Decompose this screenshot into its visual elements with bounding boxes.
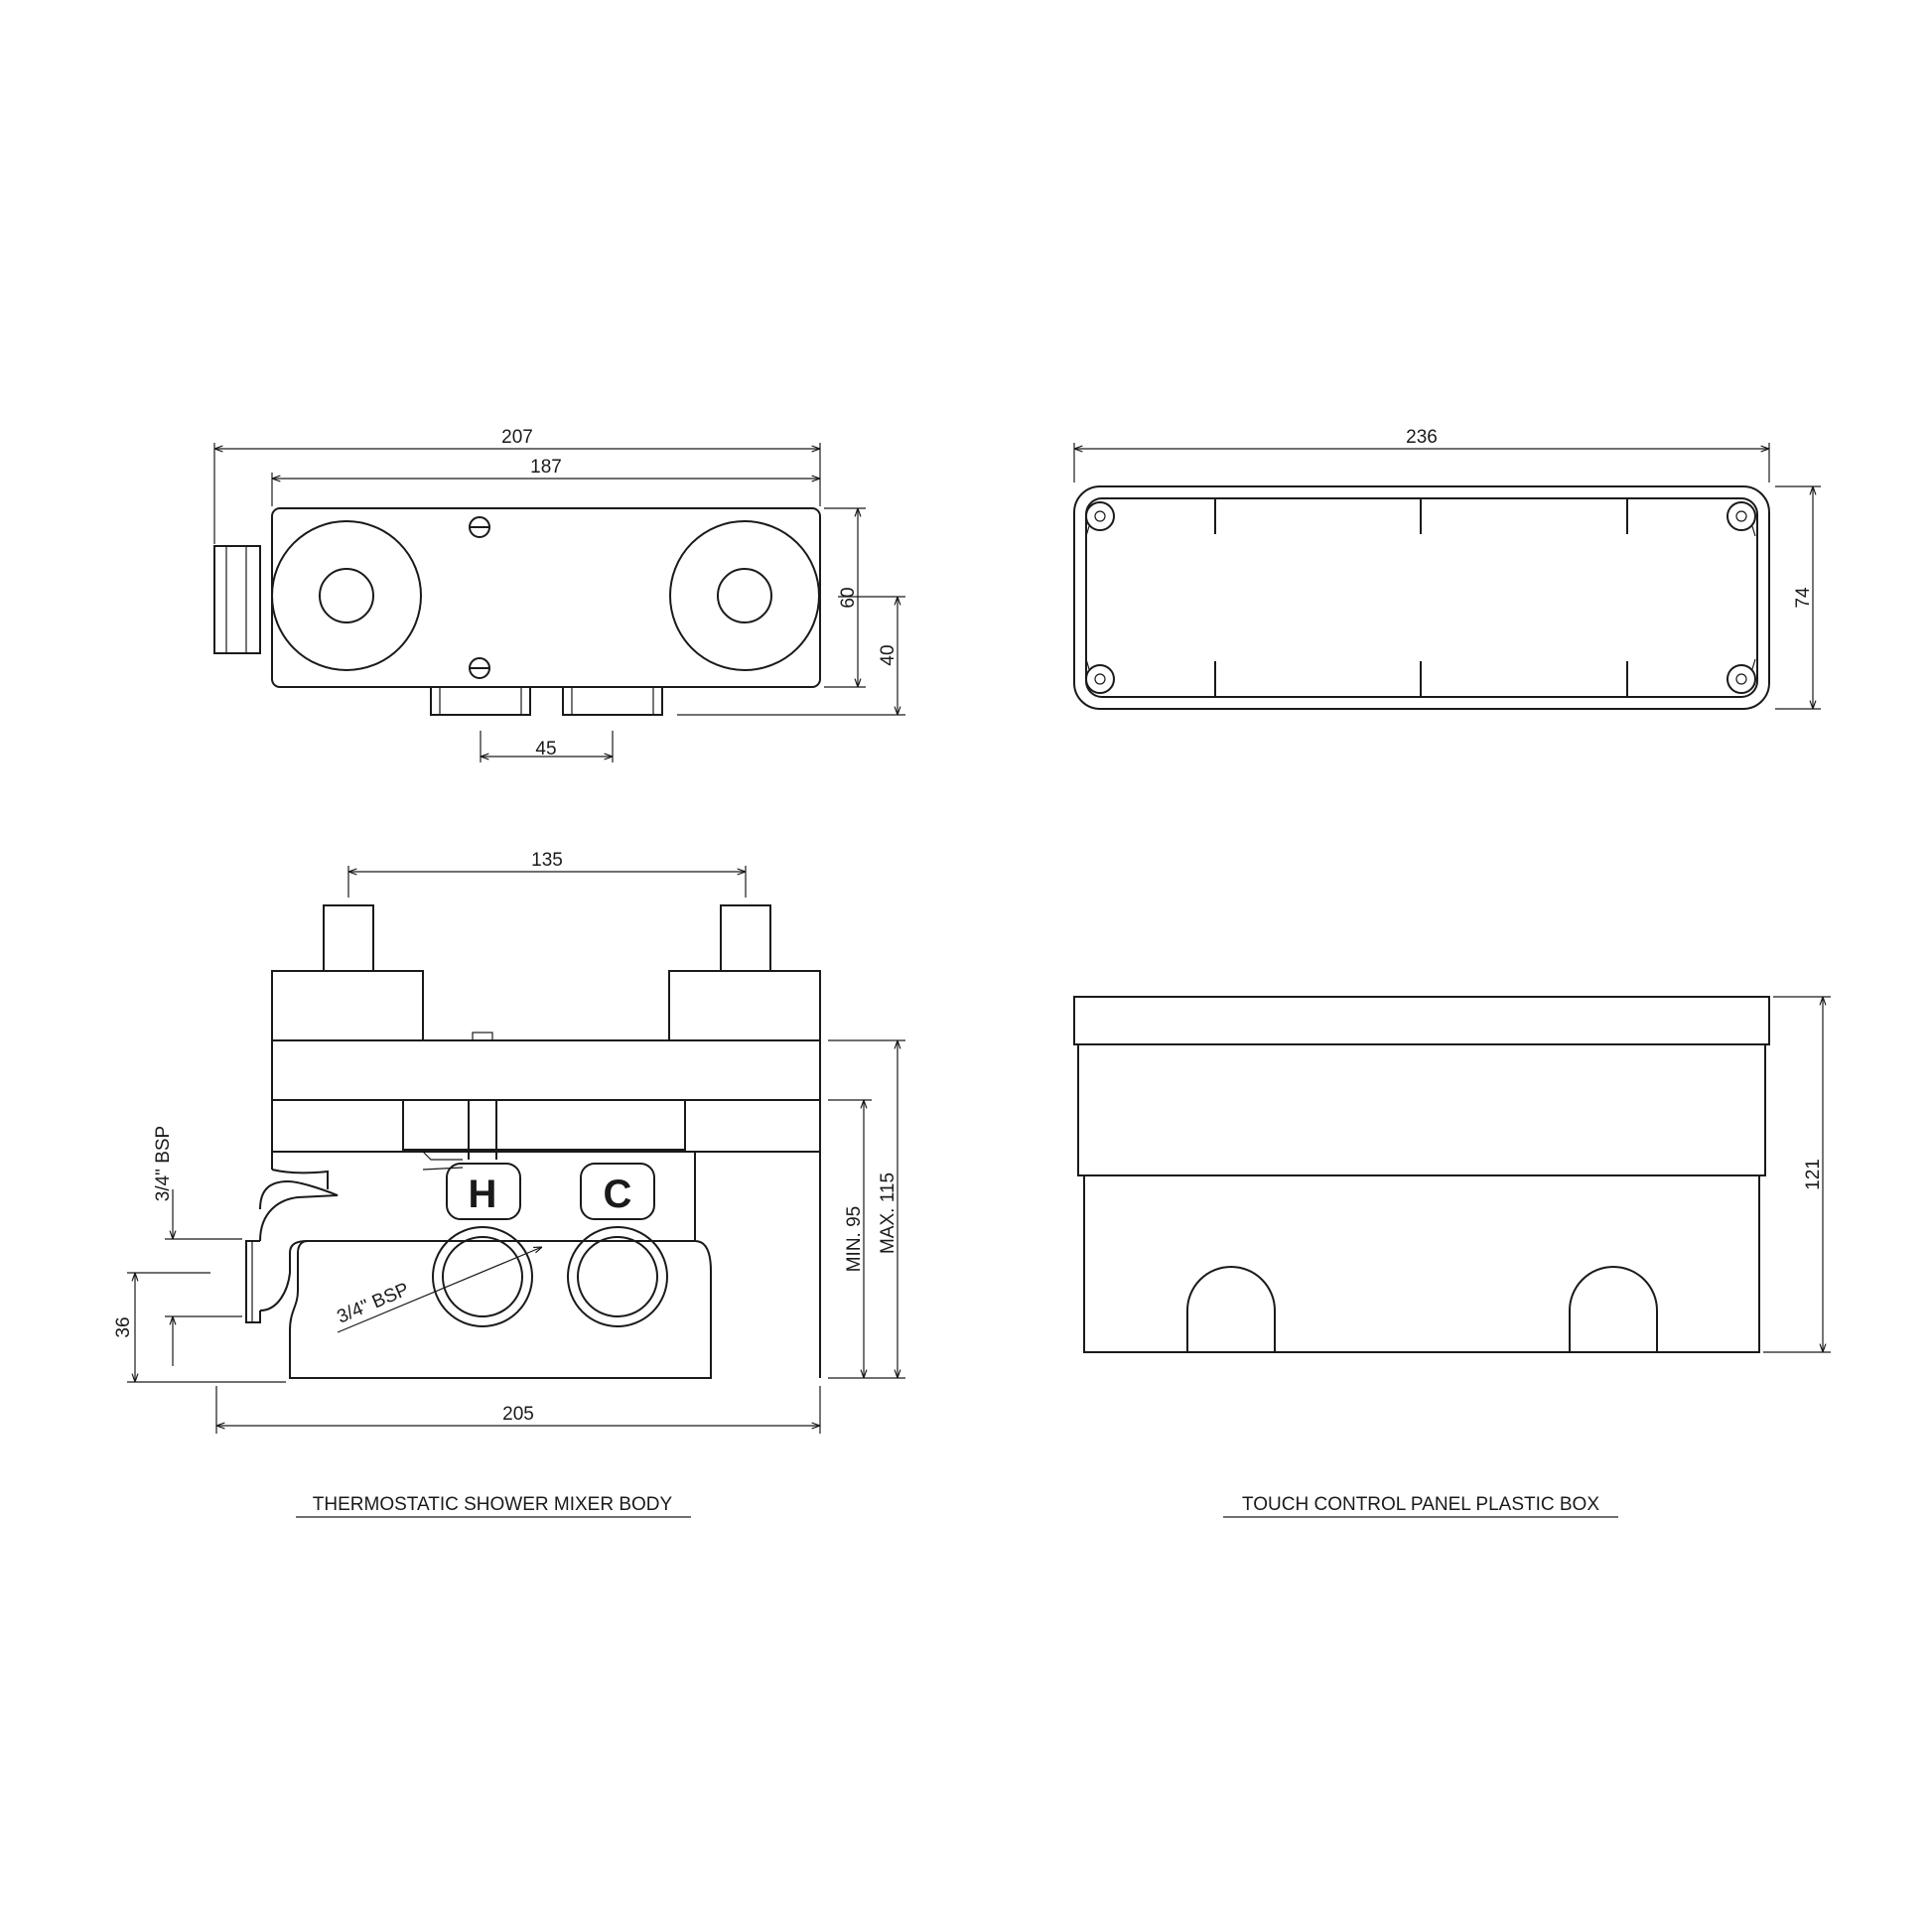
right-cartridge-housing bbox=[668, 970, 821, 1041]
hot-label: H bbox=[469, 1173, 497, 1216]
dim-74-text: 74 bbox=[1793, 587, 1814, 609]
dim-outlet-spacing-45: 45 bbox=[480, 731, 614, 762]
dim-min-95-text: MIN. 95 bbox=[844, 1206, 865, 1273]
dim-40-text: 40 bbox=[878, 644, 898, 665]
mounting-screw-bottom bbox=[469, 657, 490, 679]
corner-screw-boss-bottom-left bbox=[1085, 658, 1115, 694]
panel-box-outer-outline bbox=[1073, 485, 1770, 710]
dim-135-text: 135 bbox=[531, 850, 563, 871]
hot-stem bbox=[422, 1100, 497, 1171]
right-control-ring bbox=[669, 520, 820, 671]
top-screw bbox=[472, 1032, 493, 1041]
dim-max-115-text: MAX. 115 bbox=[878, 1173, 898, 1254]
left-cartridge-housing bbox=[271, 970, 424, 1041]
right-cable-cutout bbox=[1569, 1266, 1658, 1352]
lower-body-block bbox=[271, 1099, 821, 1378]
side-inlet-connector bbox=[245, 1169, 339, 1323]
dim-height-60: 60 bbox=[824, 507, 866, 688]
side-connector bbox=[213, 545, 261, 654]
side-thread-dimension: 3/4" BSP bbox=[153, 1126, 242, 1366]
dim-187-text: 187 bbox=[530, 457, 562, 478]
dim-max-depth-115: MAX. 115 bbox=[828, 1039, 905, 1378]
dim-outlet-height-40: 40 bbox=[677, 596, 905, 716]
mixer-caption: THERMOSTATIC SHOWER MIXER BODY bbox=[296, 1494, 691, 1518]
dim-box-height-121: 121 bbox=[1763, 996, 1831, 1353]
mixer-caption-text: THERMOSTATIC SHOWER MIXER BODY bbox=[313, 1494, 673, 1515]
box-lid bbox=[1073, 996, 1770, 1045]
dim-36-text: 36 bbox=[113, 1316, 134, 1337]
corner-screw-boss-top-left bbox=[1085, 501, 1115, 537]
dim-overall-width-207: 207 bbox=[213, 427, 821, 544]
cold-label: C bbox=[604, 1173, 632, 1216]
inlet-thread-leader: 3/4" BSP bbox=[335, 1247, 542, 1333]
right-spindle bbox=[720, 904, 771, 972]
dim-overall-width-205: 205 bbox=[215, 1386, 821, 1434]
corner-screw-boss-top-right bbox=[1726, 501, 1756, 537]
dim-box-width-236: 236 bbox=[1073, 427, 1770, 483]
dim-min-depth-95: MIN. 95 bbox=[828, 1099, 905, 1379]
outlet-stubs bbox=[430, 686, 663, 716]
dim-spindle-spacing-135: 135 bbox=[347, 850, 747, 897]
dim-box-depth-74: 74 bbox=[1775, 485, 1821, 710]
cold-inlet-ring bbox=[567, 1226, 668, 1327]
panel-box-top-view: 236 74 bbox=[1073, 427, 1821, 710]
mounting-screw-top bbox=[469, 516, 490, 538]
left-spindle bbox=[323, 904, 374, 972]
mixer-side-view: H C 3/4" BSP 135 bbox=[113, 850, 905, 1434]
hot-inlet-cap: H bbox=[446, 1163, 521, 1220]
dim-60-text: 60 bbox=[838, 587, 859, 608]
mixer-top-view: 207 187 60 40 45 bbox=[213, 427, 905, 762]
side-thread-label: 3/4" BSP bbox=[153, 1126, 174, 1201]
corner-screw-boss-bottom-right bbox=[1726, 658, 1756, 694]
main-body-bar bbox=[271, 1039, 821, 1101]
lower-cast-body bbox=[289, 1240, 712, 1379]
dim-205-text: 205 bbox=[502, 1404, 534, 1425]
left-control-ring bbox=[271, 520, 422, 671]
panel-box-ribs bbox=[1214, 498, 1628, 697]
dim-236-text: 236 bbox=[1406, 427, 1438, 448]
mixer-body-outline bbox=[271, 507, 821, 688]
dim-45-text: 45 bbox=[535, 739, 556, 759]
panel-box-caption-text: TOUCH CONTROL PANEL PLASTIC BOX bbox=[1242, 1494, 1599, 1515]
left-cable-cutout bbox=[1186, 1266, 1276, 1352]
box-upper-section bbox=[1077, 1044, 1766, 1176]
cold-inlet-cap: C bbox=[580, 1163, 655, 1220]
panel-box-side-view: 121 bbox=[1073, 996, 1831, 1353]
dim-outlet-height-36: 36 bbox=[113, 1272, 286, 1383]
dim-121-text: 121 bbox=[1803, 1159, 1824, 1190]
panel-box-caption: TOUCH CONTROL PANEL PLASTIC BOX bbox=[1223, 1494, 1618, 1518]
dim-207-text: 207 bbox=[501, 427, 533, 448]
box-lower-section bbox=[1083, 1174, 1760, 1353]
hot-inlet-ring bbox=[432, 1226, 533, 1327]
dim-body-width-187: 187 bbox=[271, 457, 820, 506]
inlet-thread-label: 3/4" BSP bbox=[335, 1279, 413, 1327]
